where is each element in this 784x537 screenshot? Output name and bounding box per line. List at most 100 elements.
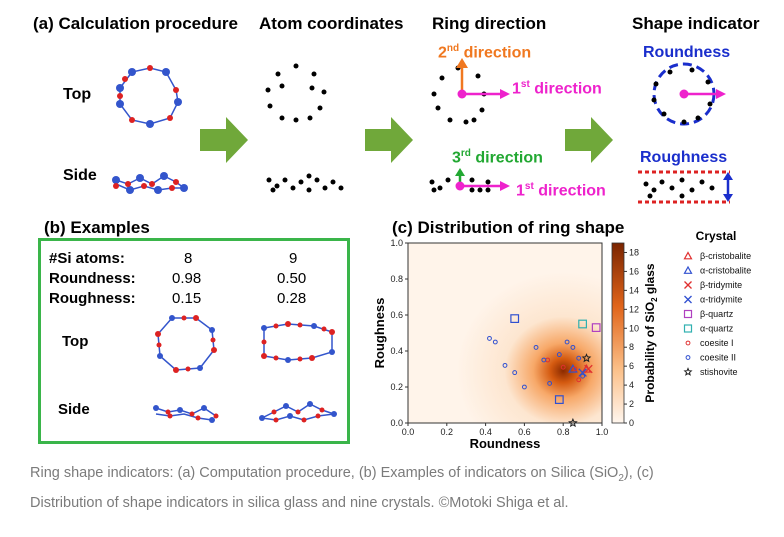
- colorbar: [611, 242, 625, 424]
- ex1-roundness: 0.98: [172, 270, 202, 287]
- roughness-label: Roughness: [640, 149, 728, 166]
- colorbar-tick-label: 2: [629, 399, 634, 409]
- example2-top-molecule: [261, 321, 335, 363]
- process-arrow-1: [200, 117, 248, 163]
- point-star: [581, 353, 592, 363]
- roundness-row-label: Roundness:: [49, 270, 136, 287]
- point-star: [568, 417, 578, 428]
- x-tick-label: 0.6: [518, 427, 531, 437]
- second-direction-label: 2nd direction: [438, 43, 531, 62]
- y-axis-label: Roughness: [372, 298, 387, 369]
- third-direction-label: 3rd direction: [452, 148, 543, 167]
- caption: Ring shape indicators: (a) Computation p…: [30, 461, 770, 515]
- ex1-si: 8: [184, 250, 193, 267]
- dir2-num: 2: [438, 44, 447, 62]
- point-circle: [541, 357, 547, 363]
- atom-coordinates-header: Atom coordinates: [259, 14, 404, 33]
- roughness-diagram: [638, 170, 733, 204]
- x-tick-label: 0.0: [402, 427, 415, 437]
- point-square: [591, 323, 601, 333]
- point-x: [584, 364, 593, 374]
- caption-line-2: Distribution of shape indicators in sili…: [30, 494, 569, 511]
- panel-c-title: (c) Distribution of ring shape: [392, 218, 625, 237]
- point-square: [683, 309, 693, 319]
- legend-entry: α-cristobalite: [700, 266, 751, 276]
- example2-side-molecule: [259, 401, 337, 423]
- dir2-word: direction: [459, 44, 532, 62]
- colorbar-tick-label: 12: [629, 304, 639, 314]
- ex2-si: 9: [289, 250, 298, 267]
- roundness-diagram: [651, 62, 726, 126]
- point-x: [684, 295, 692, 304]
- ring-direction-top: [431, 58, 510, 125]
- legend-title: Crystal: [696, 229, 737, 243]
- roughness-row-label: Roughness:: [49, 290, 136, 307]
- heatmap-area: [408, 243, 602, 423]
- first-direction-label-top: 1st direction: [512, 79, 602, 98]
- point-circle: [502, 362, 508, 368]
- caption-line-1: Ring shape indicators: (a) Computation p…: [30, 461, 770, 491]
- row-top-label: Top: [63, 86, 92, 103]
- caption-line-1a: Ring shape indicators: (a) Computation p…: [30, 465, 619, 481]
- example1-top-molecule: [155, 315, 217, 373]
- legend: β-cristobaliteα-cristobaliteβ-tridymiteα…: [683, 251, 751, 377]
- colorbar-tick-label: 14: [629, 285, 639, 295]
- point-circle: [512, 370, 518, 376]
- point-circle: [572, 366, 578, 372]
- first-direction-label-side: 1st direction: [516, 181, 606, 200]
- colorbar-tick-label: 16: [629, 266, 639, 276]
- shape-indicator-header: Shape indicator: [632, 14, 760, 33]
- point-circle: [580, 373, 586, 379]
- dir3-sup: rd: [460, 148, 471, 159]
- caption-line-1b: ), (c): [623, 465, 654, 481]
- dir1-sup: st: [520, 79, 530, 90]
- dir1-word: direction: [529, 80, 602, 98]
- point-triangle: [568, 363, 578, 373]
- point-circle: [576, 377, 582, 383]
- panel-b-title: (b) Examples: [44, 218, 150, 237]
- dir2-sup: nd: [446, 43, 460, 54]
- point-x: [684, 281, 692, 289]
- y-tick-label: 0.0: [390, 418, 403, 428]
- x-axis-label: Roundness: [470, 436, 541, 451]
- legend-entry: β-cristobalite: [700, 251, 751, 261]
- x-tick-label: 0.8: [557, 427, 570, 437]
- legend-entry: coesite II: [700, 353, 736, 363]
- x-tick-label: 1.0: [596, 427, 609, 437]
- colorbar-tick-label: 4: [629, 380, 634, 390]
- colorbar-tick-label: 10: [629, 323, 639, 333]
- ring-direction-header: Ring direction: [432, 14, 547, 33]
- legend-entry: coesite I: [700, 338, 734, 348]
- y-tick-label: 0.2: [390, 382, 403, 392]
- x-tick-label: 0.4: [479, 427, 492, 437]
- point-triangle: [683, 251, 693, 260]
- panel-a-title: (a) Calculation procedure: [33, 14, 238, 33]
- point-triangle: [683, 265, 693, 274]
- process-arrow-2: [365, 117, 413, 163]
- point-square: [578, 319, 588, 329]
- row-side-label: Side: [63, 167, 97, 184]
- ex1-roughness: 0.15: [172, 290, 202, 307]
- dir1-num: 1: [512, 80, 521, 98]
- point-circle: [564, 339, 570, 345]
- legend-entry: stishovite: [700, 367, 738, 377]
- point-square: [554, 395, 564, 405]
- dir1-side-sup: st: [524, 181, 534, 192]
- point-circle: [547, 380, 553, 386]
- ex2-roundness: 0.50: [277, 270, 307, 287]
- colorbar-tick-label: 18: [629, 247, 639, 257]
- example-side-label: Side: [58, 401, 90, 418]
- side-ring-molecule: [112, 172, 188, 194]
- caption-sub: 2: [618, 472, 624, 484]
- colorbar-tick-label: 6: [629, 361, 634, 371]
- atom-dots-side: [266, 173, 344, 193]
- point-circle: [533, 344, 539, 350]
- scatter-points: [487, 314, 601, 428]
- point-square: [683, 324, 693, 333]
- example1-side-molecule: [153, 405, 219, 423]
- point-circle: [492, 339, 498, 345]
- point-circle: [560, 364, 566, 370]
- dir1-side-word: direction: [533, 182, 606, 200]
